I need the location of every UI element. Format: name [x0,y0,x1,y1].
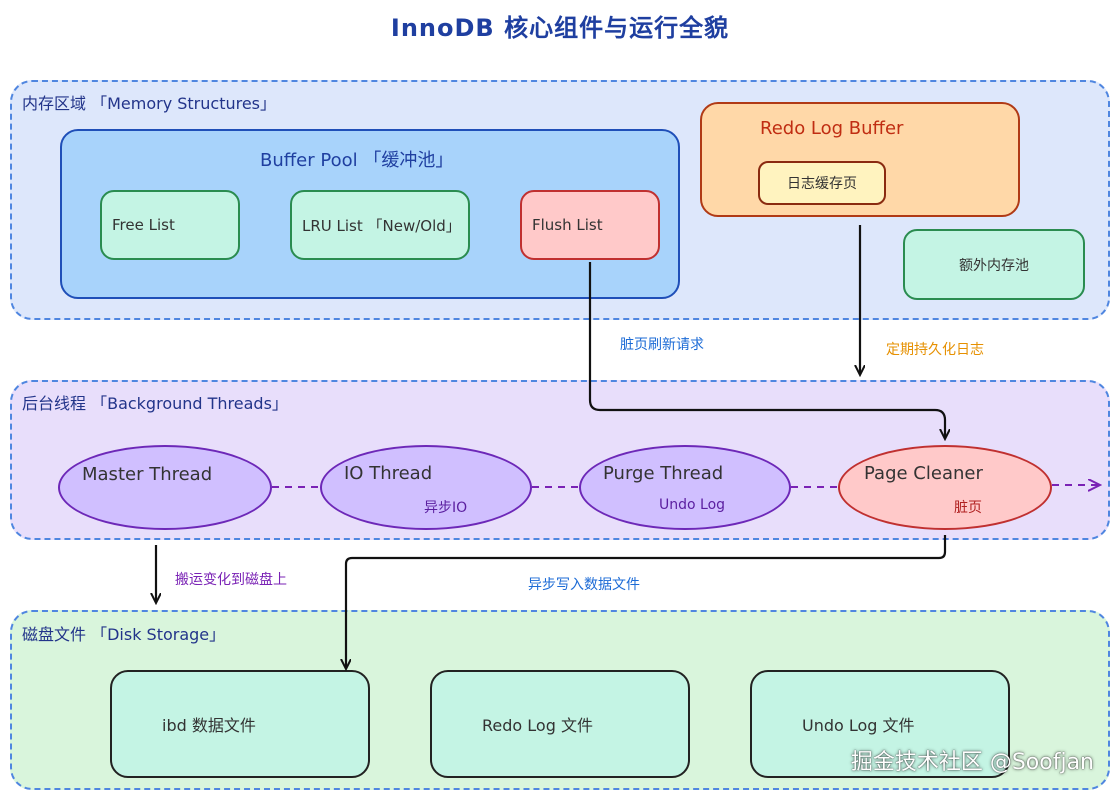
page-cleaner-label: Page Cleaner [864,463,983,484]
purge-thread-node [579,445,791,530]
redo-log-cache-page: 日志缓存页 [758,161,886,205]
io-thread-node [320,445,532,530]
disk-region-label: 磁盘文件 「Disk Storage」 [22,625,226,644]
master-thread-label: Master Thread [82,464,213,485]
io-thread-sub: 异步IO [424,500,468,516]
free-list-box: Free List [100,190,240,260]
buffer-pool-label: Buffer Pool 「缓冲池」 [260,150,454,171]
flush-list-box: Flush List [520,190,660,260]
extra-memory-pool: 额外内存池 [903,229,1085,300]
watermark: 掘金技术社区 @Soofjan [850,750,1094,775]
redo-log-cache-page-label: 日志缓存页 [787,176,857,192]
threads-region-label: 后台线程 「Background Threads」 [22,394,288,413]
redo-log-file: Redo Log 文件 [430,670,690,778]
flush-list-label: Flush List [532,216,603,234]
ibd-data-file-label: ibd 数据文件 [162,716,256,735]
ibd-data-file: ibd 数据文件 [110,670,370,778]
purge-thread-label: Purge Thread [603,463,724,484]
lru-list-box: LRU List 「New/Old」 [290,190,470,260]
master-thread-node [58,445,272,530]
flush-request-label: 脏页刷新请求 [620,337,704,353]
redo-log-file-label: Redo Log 文件 [482,716,593,735]
purge-thread-sub: Undo Log [659,497,726,513]
async-write-label: 异步写入数据文件 [528,577,640,593]
io-thread-label: IO Thread [344,463,433,484]
undo-log-file-label: Undo Log 文件 [802,716,915,735]
redo-log-buffer-label: Redo Log Buffer [760,118,904,139]
diagram-title: InnoDB 核心组件与运行全貌 [390,14,730,42]
page-cleaner-node [838,445,1052,530]
free-list-label: Free List [112,216,175,234]
lru-list-label: LRU List 「New/Old」 [302,216,461,235]
redo-log-buffer [700,102,1020,217]
extra-memory-pool-label: 额外内存池 [959,257,1029,274]
undo-log-file: Undo Log 文件 [750,670,1010,778]
move-changes-label: 搬运变化到磁盘上 [175,572,287,588]
persist-log-label: 定期持久化日志 [886,342,984,358]
memory-region-label: 内存区域 「Memory Structures」 [22,94,277,113]
page-cleaner-sub: 脏页 [954,500,982,516]
